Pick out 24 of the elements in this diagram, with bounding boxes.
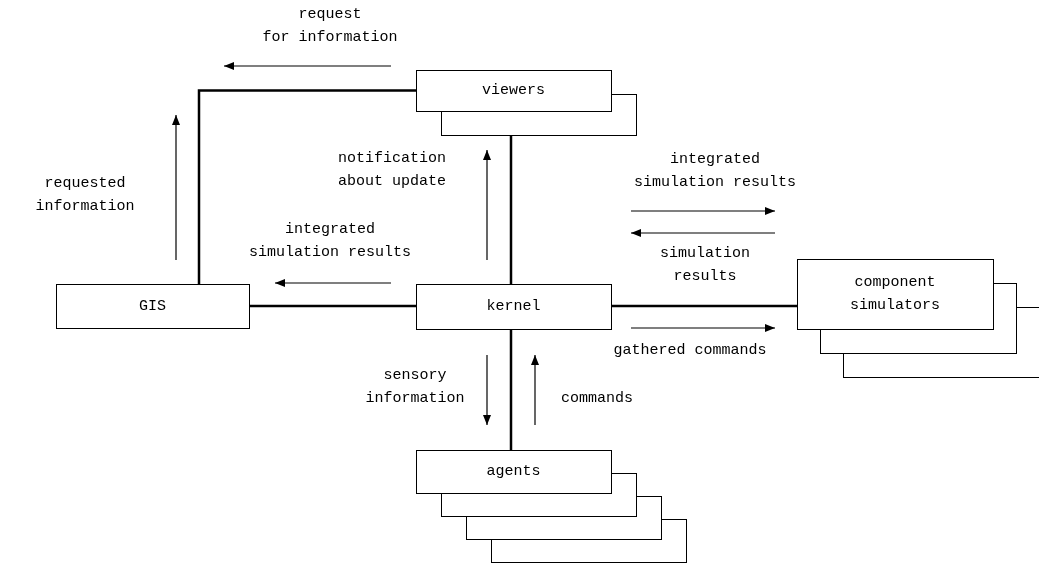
process-box <box>56 284 251 330</box>
connector-line <box>509 134 513 284</box>
flow-label: integrated simulation results <box>249 220 411 263</box>
flow-label: sensory information <box>365 366 465 409</box>
connector-line <box>249 304 416 308</box>
connector-line <box>611 304 797 308</box>
stacked-box <box>797 259 1039 379</box>
node-label: component simulators <box>849 273 941 316</box>
node-label: GIS <box>138 296 167 317</box>
connector-line <box>197 89 416 284</box>
node-label: agents <box>485 462 542 482</box>
stacked-box <box>416 70 638 137</box>
connector-line <box>509 328 513 450</box>
process-box <box>416 284 613 331</box>
flow-label: integrated simulation results <box>634 150 796 193</box>
flow-label: commands <box>561 389 633 409</box>
flow-label: simulation results <box>660 244 750 287</box>
stacked-box <box>416 450 688 564</box>
node-label: kernel <box>485 297 542 317</box>
flow-label: requested information <box>35 174 135 217</box>
flow-label: notification about update <box>338 149 446 192</box>
node-label: viewers <box>481 81 546 101</box>
flow-label: request for information <box>262 5 398 48</box>
flow-label: gathered commands <box>613 341 767 361</box>
